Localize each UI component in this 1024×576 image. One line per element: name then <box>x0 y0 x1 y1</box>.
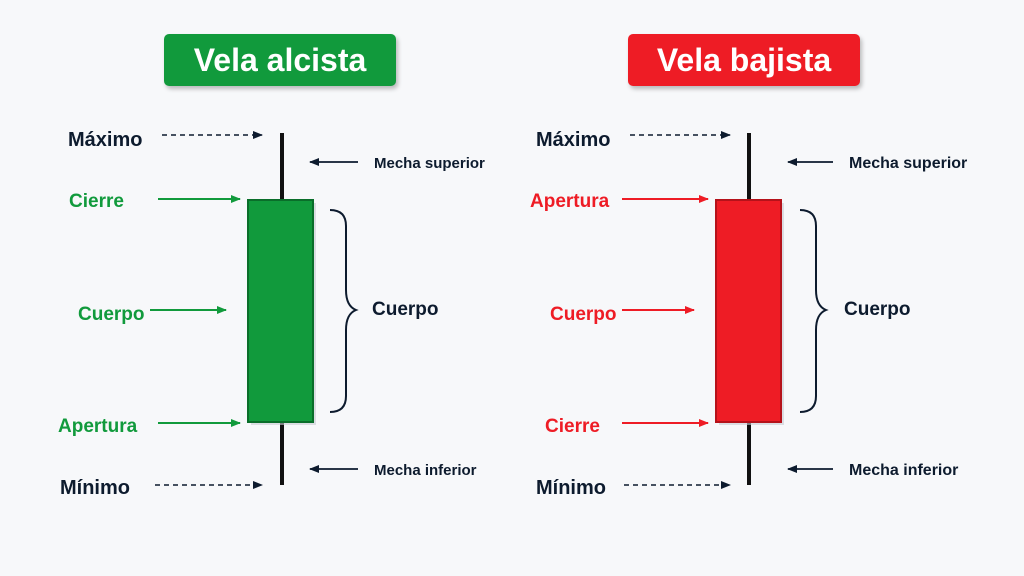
bullish-open-label: Apertura <box>58 416 138 437</box>
bearish-lower-wick-label: Mecha inferior <box>849 462 958 479</box>
bearish-body-brace <box>799 209 829 413</box>
bearish-high-label: Máximo <box>536 129 610 151</box>
bullish-title: Vela alcista <box>193 41 367 78</box>
bullish-low-label: Mínimo <box>60 477 130 499</box>
bullish-brace-label: Cuerpo <box>372 299 439 320</box>
bearish-low-label: Mínimo <box>536 477 606 499</box>
bullish-close-label: Cierre <box>69 191 124 212</box>
bullish-lower-wick-label: Mecha inferior <box>374 462 477 479</box>
bearish-close-label: Cierre <box>545 416 600 437</box>
bullish-title-badge: Vela alcista <box>164 34 396 86</box>
bullish-body-label: Cuerpo <box>78 304 145 325</box>
bearish-body-label: Cuerpo <box>550 304 617 325</box>
bullish-body-brace <box>329 209 359 413</box>
bullish-body <box>247 199 314 423</box>
bearish-title-badge: Vela bajista <box>628 34 860 86</box>
bearish-title: Vela bajista <box>656 41 832 78</box>
bearish-brace-label: Cuerpo <box>844 299 911 320</box>
bearish-open-label: Apertura <box>530 191 610 212</box>
bearish-upper-wick-label: Mecha superior <box>849 155 967 172</box>
bullish-upper-wick-label: Mecha superior <box>374 155 485 172</box>
bearish-candle <box>715 133 784 485</box>
bullish-high-label: Máximo <box>68 129 142 151</box>
bullish-candle <box>247 133 316 485</box>
bearish-body <box>715 199 782 423</box>
